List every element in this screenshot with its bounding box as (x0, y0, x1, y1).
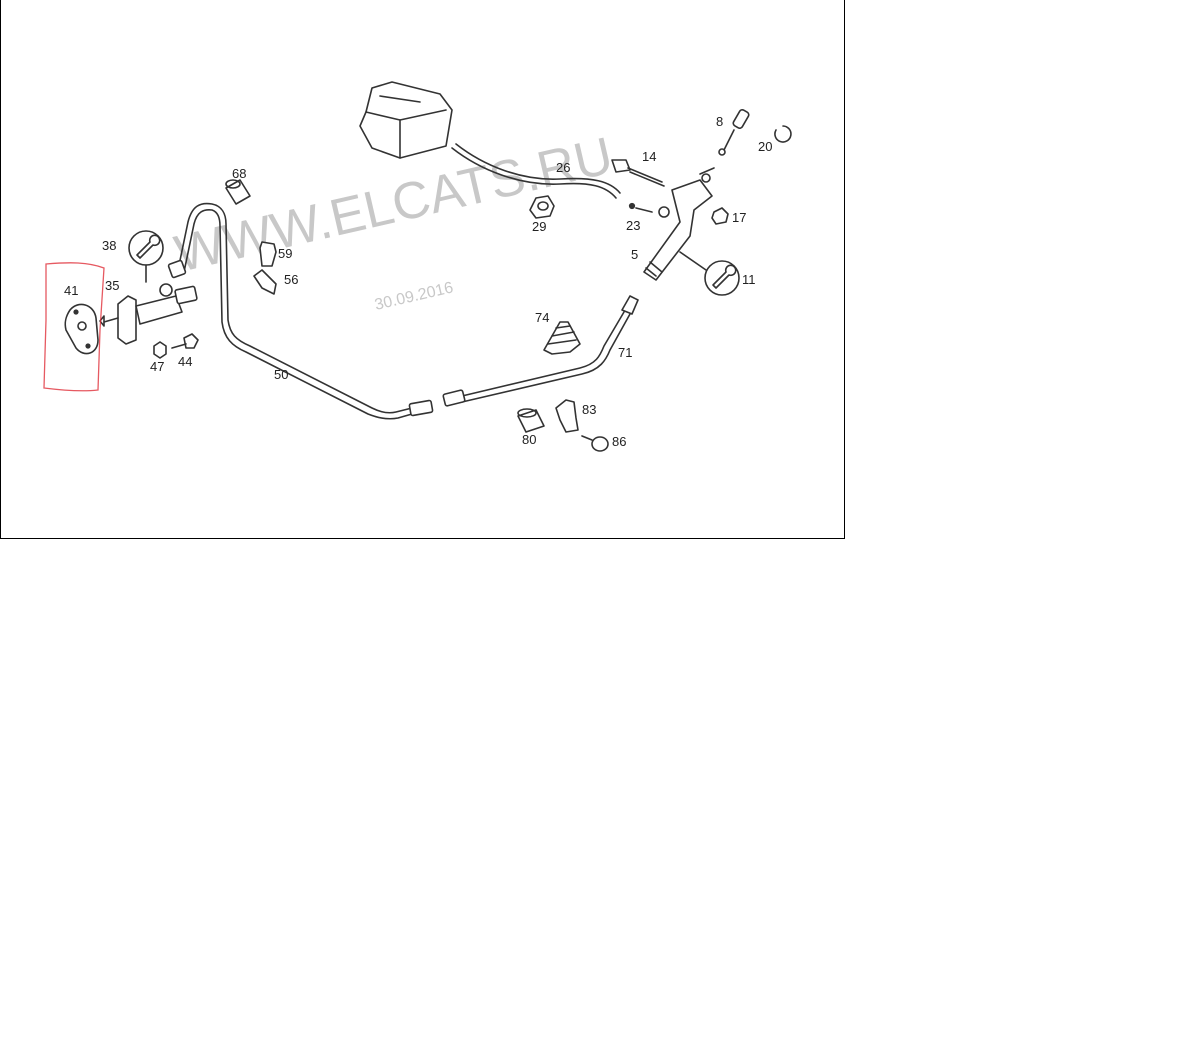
callout-17: 17 (732, 210, 746, 225)
callout-labels: 8 20 14 26 68 29 23 17 5 38 59 56 11 35 … (64, 114, 772, 449)
callout-20: 20 (758, 139, 772, 154)
watermark-date: 30.09.2016 (373, 279, 455, 314)
callout-80: 80 (522, 432, 536, 447)
callout-56: 56 (284, 272, 298, 287)
callout-23: 23 (626, 218, 640, 233)
part-35-slave-cylinder (99, 283, 198, 345)
callout-83: 83 (582, 402, 596, 417)
wrench-icon (704, 260, 740, 296)
part-5-master-cylinder (643, 167, 715, 281)
part-29-grommet (529, 195, 555, 219)
part-68-sleeve (225, 179, 251, 205)
callout-50: 50 (274, 367, 288, 382)
callout-71: 71 (618, 345, 632, 360)
part-74-boot (543, 321, 581, 355)
callout-68: 68 (232, 166, 246, 181)
leader-11 (679, 251, 707, 271)
part-44-bolt (171, 333, 199, 349)
callout-59: 59 (278, 246, 292, 261)
callout-86: 86 (612, 434, 626, 449)
part-41-gasket (64, 303, 99, 355)
callout-47: 47 (150, 359, 164, 374)
reservoir-part (359, 81, 453, 159)
part-56-bracket (253, 269, 277, 295)
callout-29: 29 (532, 219, 546, 234)
callout-74: 74 (535, 310, 549, 325)
part-80-sleeve (517, 408, 545, 433)
part-14-bolt (611, 159, 665, 187)
callout-14: 14 (642, 149, 656, 164)
wrench-icon (128, 230, 164, 266)
part-86-screw (581, 435, 609, 452)
pipe-71 (442, 295, 639, 407)
hose-26 (451, 147, 617, 199)
callout-38: 38 (102, 238, 116, 253)
part-8-bolt (718, 109, 750, 156)
highlight-part-41 (43, 262, 105, 392)
callout-35: 35 (105, 278, 119, 293)
part-23-screw (628, 202, 653, 213)
part-59-clip (259, 241, 277, 267)
part-83-clip (555, 399, 579, 433)
callout-5: 5 (631, 247, 638, 262)
part-20-circlip (774, 125, 792, 143)
callout-8: 8 (716, 114, 723, 129)
callout-41: 41 (64, 283, 78, 298)
callout-11: 11 (742, 272, 756, 287)
pipe-50 (167, 202, 434, 420)
callout-44: 44 (178, 354, 192, 369)
part-47-nut (153, 341, 167, 359)
callout-26: 26 (556, 160, 570, 175)
part-17-nut (711, 207, 729, 225)
